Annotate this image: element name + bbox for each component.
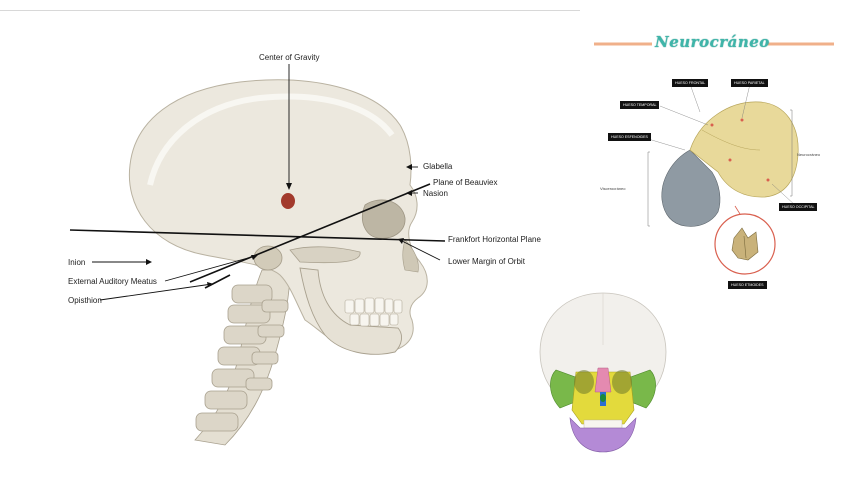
frontal-skull-diagram: [0, 0, 848, 477]
